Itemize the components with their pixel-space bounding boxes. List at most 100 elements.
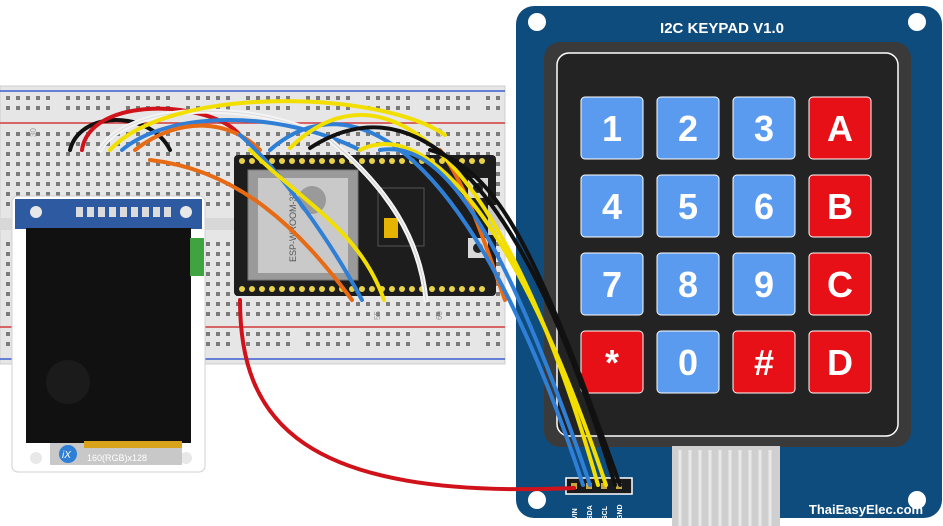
keypad-pin: [601, 483, 607, 489]
display-pin: [142, 207, 149, 217]
key-1[interactable]: 1: [580, 96, 644, 160]
breadboard-hole: [346, 312, 350, 316]
bb-col-label: 55: [373, 311, 382, 320]
breadboard-hole: [266, 96, 270, 100]
breadboard-hole: [336, 152, 340, 156]
breadboard-hole: [386, 332, 390, 336]
mounting-hole: [908, 13, 926, 31]
breadboard-hole: [6, 192, 10, 196]
breadboard-hole: [406, 96, 410, 100]
breadboard-hole: [136, 162, 140, 166]
key-6[interactable]: 6: [732, 174, 796, 238]
breadboard-hole: [226, 312, 230, 316]
esp32-pin: [409, 286, 415, 292]
key-A[interactable]: A: [808, 96, 872, 160]
breadboard-hole: [306, 152, 310, 156]
breadboard-hole: [226, 162, 230, 166]
breadboard-hole: [196, 192, 200, 196]
breadboard-hole: [316, 106, 320, 110]
breadboard-hole: [166, 182, 170, 186]
breadboard-hole: [106, 182, 110, 186]
breadboard-hole: [46, 182, 50, 186]
breadboard-hole: [176, 172, 180, 176]
key-*[interactable]: *: [580, 330, 644, 394]
breadboard-hole: [126, 152, 130, 156]
key-label: 0: [678, 342, 698, 383]
key-3[interactable]: 3: [732, 96, 796, 160]
key-5[interactable]: 5: [656, 174, 720, 238]
breadboard-hole: [276, 132, 280, 136]
key-2[interactable]: 2: [656, 96, 720, 160]
breadboard-hole: [286, 142, 290, 146]
display-pin: [76, 207, 83, 217]
breadboard-hole: [6, 312, 10, 316]
key-0[interactable]: 0: [656, 330, 720, 394]
breadboard-hole: [6, 142, 10, 146]
breadboard-hole: [316, 342, 320, 346]
key-7[interactable]: 7: [580, 252, 644, 316]
key-B[interactable]: B: [808, 174, 872, 238]
breadboard-hole: [326, 302, 330, 306]
breadboard-hole: [56, 152, 60, 156]
breadboard-hole: [386, 96, 390, 100]
breadboard-hole: [26, 132, 30, 136]
breadboard-hole: [16, 106, 20, 110]
breadboard-hole: [6, 242, 10, 246]
esp32-pin: [259, 286, 265, 292]
breadboard-hole: [116, 192, 120, 196]
breadboard-hole: [456, 132, 460, 136]
breadboard-hole: [246, 342, 250, 346]
breadboard-hole: [136, 182, 140, 186]
esp32-pin: [329, 158, 335, 164]
breadboard-hole: [486, 142, 490, 146]
breadboard-hole: [56, 142, 60, 146]
esp32-pin: [249, 158, 255, 164]
esp32-pin: [309, 158, 315, 164]
breadboard-hole: [186, 192, 190, 196]
breadboard-hole: [306, 312, 310, 316]
breadboard-hole: [276, 312, 280, 316]
breadboard-hole: [26, 182, 30, 186]
breadboard-hole: [256, 342, 260, 346]
key-label: A: [827, 108, 853, 149]
breadboard-hole: [246, 302, 250, 306]
key-9[interactable]: 9: [732, 252, 796, 316]
key-4[interactable]: 4: [580, 174, 644, 238]
breadboard-hole: [106, 106, 110, 110]
wire-yellow: [358, 142, 608, 487]
breadboard-hole: [66, 182, 70, 186]
breadboard-hole: [426, 96, 430, 100]
breadboard-hole: [106, 172, 110, 176]
esp32-pin: [439, 158, 445, 164]
breadboard-hole: [236, 312, 240, 316]
breadboard-hole: [216, 202, 220, 206]
breadboard-hole: [206, 262, 210, 266]
breadboard-hole: [216, 106, 220, 110]
breadboard-hole: [136, 96, 140, 100]
breadboard-hole: [166, 96, 170, 100]
keypad-pin-label: SDA: [587, 505, 594, 520]
breadboard-hole: [346, 106, 350, 110]
esp32-pin: [299, 158, 305, 164]
breadboard-hole: [206, 332, 210, 336]
breadboard-hole: [396, 106, 400, 110]
breadboard-hole: [186, 106, 190, 110]
breadboard-hole: [426, 342, 430, 346]
breadboard-hole: [496, 302, 500, 306]
key-#[interactable]: #: [732, 330, 796, 394]
breadboard-hole: [446, 302, 450, 306]
breadboard-hole: [246, 132, 250, 136]
key-D[interactable]: D: [808, 330, 872, 394]
key-label: 1: [602, 108, 622, 149]
key-8[interactable]: 8: [656, 252, 720, 316]
breadboard-hole: [126, 182, 130, 186]
breadboard-hole: [466, 332, 470, 336]
esp32-pin: [319, 158, 325, 164]
breadboard-hole: [56, 192, 60, 196]
breadboard-hole: [496, 142, 500, 146]
breadboard-hole: [436, 302, 440, 306]
breadboard-hole: [226, 262, 230, 266]
key-C[interactable]: C: [808, 252, 872, 316]
